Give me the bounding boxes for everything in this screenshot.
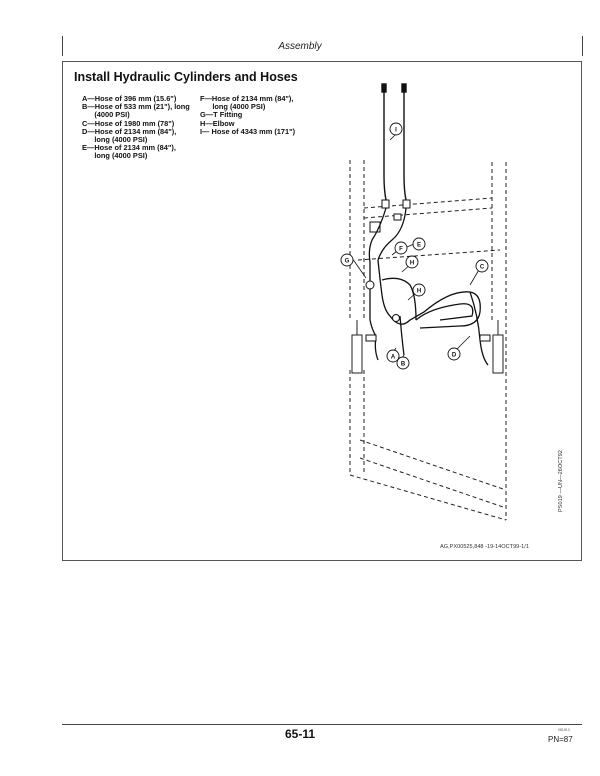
legend-entry: long (4000 PSI): [200, 102, 266, 112]
callout-letter: C: [480, 265, 485, 271]
pn-label: PN=87: [548, 735, 573, 744]
legend-entry: B—Hose of 533 mm (21"), long: [82, 102, 190, 112]
hose-network: [368, 207, 489, 366]
legend-right-column: F—Hose of 2134 mm (84"), long (4000 PSI)…: [200, 94, 296, 136]
fittings: [365, 280, 491, 342]
upper-fittings: [369, 199, 411, 233]
frame-dashed-rails: [349, 160, 507, 521]
figure-ref: AG,PX00525,848 -19-14OCT99-1/1: [440, 544, 529, 550]
legend-entry: C—Hose of 1980 mm (78"): [82, 118, 175, 128]
callout-letter: B: [401, 362, 406, 368]
callout-d: [447, 347, 461, 361]
t-fitting-icon: [365, 280, 375, 290]
callout-g: [340, 253, 354, 267]
callout-letter: I: [395, 128, 397, 134]
callout-b: [396, 356, 410, 370]
callouts: [340, 122, 489, 370]
footer-rule: [62, 724, 582, 725]
legend-entry: long (4000 PSI): [82, 135, 148, 145]
legend-left-column: A—Hose of 396 mm (15.6") B—Hose of 533 m…: [82, 94, 190, 161]
legend-entry: D—Hose of 2134 mm (84"),: [82, 126, 177, 136]
section-header: Assembly: [278, 41, 322, 52]
cylinders: [351, 320, 504, 374]
content-panel: [62, 61, 582, 561]
hose-i: [381, 83, 407, 201]
callout-letter: H: [410, 261, 414, 267]
callout-letter: D: [452, 353, 457, 359]
footer-code: 081913: [558, 728, 570, 732]
callout-letter: H: [417, 289, 421, 295]
elbow-icon: [392, 314, 400, 322]
callout-f: [394, 241, 408, 255]
header-right-rule: [582, 36, 583, 56]
callout-a: [386, 349, 400, 363]
legend-entry: G—T Fitting: [200, 110, 243, 120]
hydraulic-hose-diagram: I E F H H C G A B D: [340, 83, 507, 521]
callout-c: [475, 259, 489, 273]
right-cylinder-icon: [492, 334, 504, 374]
legend-entry: A—Hose of 396 mm (15.6"): [82, 94, 177, 103]
legend-entry: long (4000 PSI): [82, 151, 148, 161]
callout-h-upper: [405, 255, 419, 269]
callout-e: [412, 237, 426, 251]
callout-letters: I E F H H C G A B D: [345, 128, 485, 368]
header-left-rule: [62, 36, 63, 56]
legend-entry: F—Hose of 2134 mm (84"),: [200, 94, 294, 103]
callout-i: [389, 122, 403, 136]
legend-entry: I— Hose of 4343 mm (171"): [200, 126, 296, 136]
callout-h: [412, 283, 426, 297]
callout-letter: G: [345, 259, 350, 265]
figure-vertical-ref: PS019 —UN—26OCT92: [558, 450, 564, 512]
callout-letter: F: [399, 247, 403, 253]
legend-entry: H—Elbow: [200, 118, 235, 128]
page-number: 65-11: [284, 727, 316, 741]
callout-letter: A: [391, 355, 396, 361]
legend-entry: (4000 PSI): [82, 110, 130, 120]
callout-letter: E: [417, 243, 421, 249]
legend-entry: E—Hose of 2134 mm (84"),: [82, 143, 176, 153]
panel-title: Install Hydraulic Cylinders and Hoses: [74, 70, 298, 84]
left-cylinder-icon: [351, 334, 363, 374]
